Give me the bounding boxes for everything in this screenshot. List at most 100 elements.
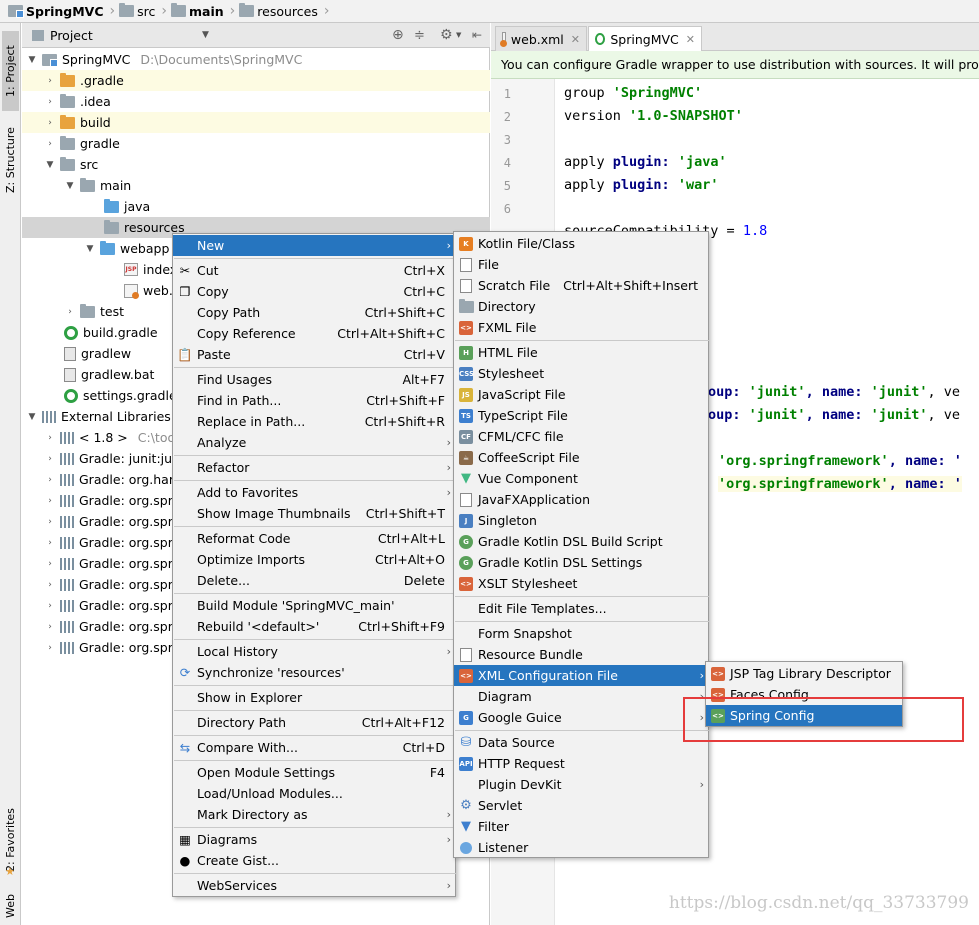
expanded-arrow-icon[interactable]: ▼ <box>66 180 74 191</box>
tree-item-gradlew[interactable]: gradlew <box>22 343 490 364</box>
collapsed-arrow-icon[interactable]: › <box>48 558 52 569</box>
expanded-arrow-icon[interactable]: ▼ <box>28 54 36 65</box>
menu-item-synchronize[interactable]: ⟳Synchronize 'resources' <box>173 662 455 683</box>
breadcrumb-item-src[interactable]: src › <box>119 3 167 19</box>
tree-item-settings-gradle[interactable]: settings.gradle <box>22 385 490 406</box>
menu-item-mark-directory-as[interactable]: Mark Directory as› <box>197 807 451 822</box>
breadcrumb-item-springmvc[interactable]: SpringMVC › <box>8 3 115 19</box>
collapsed-arrow-icon[interactable]: › <box>48 495 52 506</box>
tree-item-library[interactable]: ›Gradle: org.spr <box>22 637 490 658</box>
collapsed-arrow-icon[interactable]: › <box>48 621 52 632</box>
tree-item-test[interactable]: › test <box>22 301 490 322</box>
menu-item-find-in-path[interactable]: Find in Path...Ctrl+Shift+F <box>197 393 445 408</box>
tab-project[interactable]: 1: Project <box>2 31 19 111</box>
collapsed-arrow-icon[interactable]: › <box>48 453 52 464</box>
expanded-arrow-icon[interactable]: ▼ <box>46 159 54 170</box>
tree-item-web-xml[interactable]: web.x <box>22 280 490 301</box>
expanded-arrow-icon[interactable]: ▼ <box>86 243 94 254</box>
collapse-all-icon[interactable]: ≑ <box>414 27 425 43</box>
tree-item-gradle-dir[interactable]: › .gradle <box>22 70 490 91</box>
tree-item-library[interactable]: ›Gradle: org.spr <box>22 616 490 637</box>
collapsed-arrow-icon[interactable]: › <box>48 432 52 443</box>
hide-panel-icon[interactable]: ⇤ <box>472 28 483 42</box>
menu-item-vue-component[interactable]: ▼Vue Component <box>461 471 578 486</box>
menu-item-listener[interactable]: Listener <box>454 837 708 858</box>
close-icon[interactable]: ✕ <box>685 32 695 46</box>
menu-item-local-history[interactable]: Local History› <box>197 644 451 659</box>
tree-item-resources[interactable]: resources <box>22 217 490 238</box>
menu-item-xml-configuration-file[interactable]: <>XML Configuration File› <box>454 665 708 686</box>
tree-item-index-jsp[interactable]: JSP index <box>124 262 178 277</box>
tree-item-library[interactable]: ›Gradle: org.har <box>22 469 490 490</box>
tree-item-library[interactable]: ›Gradle: org.spr <box>22 595 490 616</box>
tab-springmvc[interactable]: SpringMVC ✕ <box>588 26 702 51</box>
menu-item-spring-config[interactable]: <>Spring Config <box>706 705 902 726</box>
tree-item-gradle[interactable]: › gradle <box>22 133 490 154</box>
breadcrumb-item-main[interactable]: main › <box>171 3 235 19</box>
menu-item-javafx-application[interactable]: JavaFXApplication <box>454 489 708 510</box>
collapsed-arrow-icon[interactable]: › <box>48 579 52 590</box>
menu-item-replace-in-path[interactable]: Replace in Path...Ctrl+Shift+R <box>197 414 445 429</box>
menu-item-resource-bundle[interactable]: Resource Bundle <box>454 644 708 665</box>
menu-item-diagram[interactable]: Diagram› <box>478 689 704 704</box>
menu-item-rebuild[interactable]: Rebuild '<default>'Ctrl+Shift+F9 <box>197 619 445 634</box>
dropdown-arrow-icon[interactable]: ▼ <box>456 31 462 39</box>
menu-item-form-snapshot[interactable]: Form Snapshot <box>478 626 572 641</box>
menu-item-add-to-favorites[interactable]: Add to Favorites› <box>197 485 451 500</box>
menu-item-analyze[interactable]: Analyze› <box>197 435 451 450</box>
tab-structure[interactable]: Z: Structure <box>4 127 17 193</box>
locate-icon[interactable]: ⊕ <box>392 27 404 43</box>
tab-web[interactable]: Web <box>4 894 17 918</box>
tree-item-library[interactable]: ›Gradle: org.spr <box>22 532 490 553</box>
collapsed-arrow-icon[interactable]: › <box>48 537 52 548</box>
close-icon[interactable]: ✕ <box>570 32 580 46</box>
tree-item-springmvc[interactable]: ▼ SpringMVC D:\Documents\SpringMVC <box>22 49 490 70</box>
collapsed-arrow-icon[interactable]: › <box>48 516 52 527</box>
tree-item-library[interactable]: ›Gradle: org.spr <box>22 574 490 595</box>
tree-item-build-gradle[interactable]: build.gradle <box>22 322 490 343</box>
tree-item-idea[interactable]: › .idea <box>22 91 490 112</box>
collapsed-arrow-icon[interactable]: › <box>48 75 52 86</box>
tree-item-library[interactable]: ›Gradle: junit:jun <box>22 448 490 469</box>
menu-item-plugin-devkit[interactable]: Plugin DevKit› <box>478 777 704 792</box>
tree-item-external-libraries[interactable]: ▼ External Libraries <box>22 406 490 427</box>
menu-item-compare-with[interactable]: ⇆Compare With...Ctrl+D <box>173 737 455 758</box>
menu-item-refactor[interactable]: Refactor› <box>197 460 451 475</box>
collapsed-arrow-icon[interactable]: › <box>48 600 52 611</box>
tree-item-library[interactable]: ›Gradle: org.spr <box>22 490 490 511</box>
tab-web-xml[interactable]: web.xml ✕ <box>495 26 587 51</box>
menu-item-servlet[interactable]: ⚙Servlet <box>460 798 523 813</box>
dropdown-arrow-icon[interactable]: ▼ <box>202 30 209 40</box>
collapsed-arrow-icon[interactable]: › <box>48 642 52 653</box>
tree-item-library[interactable]: ›Gradle: org.spr <box>22 553 490 574</box>
tree-item-build[interactable]: › build <box>22 112 490 133</box>
tree-item-src[interactable]: ▼ src <box>22 154 490 175</box>
menu-item-webservices[interactable]: WebServices› <box>197 878 451 893</box>
menu-item-create-gist[interactable]: ●Create Gist... <box>173 850 455 871</box>
menu-item-file[interactable]: File <box>454 254 708 275</box>
menu-item-new[interactable]: New› <box>173 235 455 256</box>
breadcrumb-item-resources[interactable]: resources › <box>239 3 329 19</box>
menu-item-show-in-explorer[interactable]: Show in Explorer <box>197 690 303 705</box>
menu-item-load-unload-modules[interactable]: Load/Unload Modules... <box>197 786 343 801</box>
tree-item-webapp[interactable]: ▼ webapp <box>22 238 490 259</box>
